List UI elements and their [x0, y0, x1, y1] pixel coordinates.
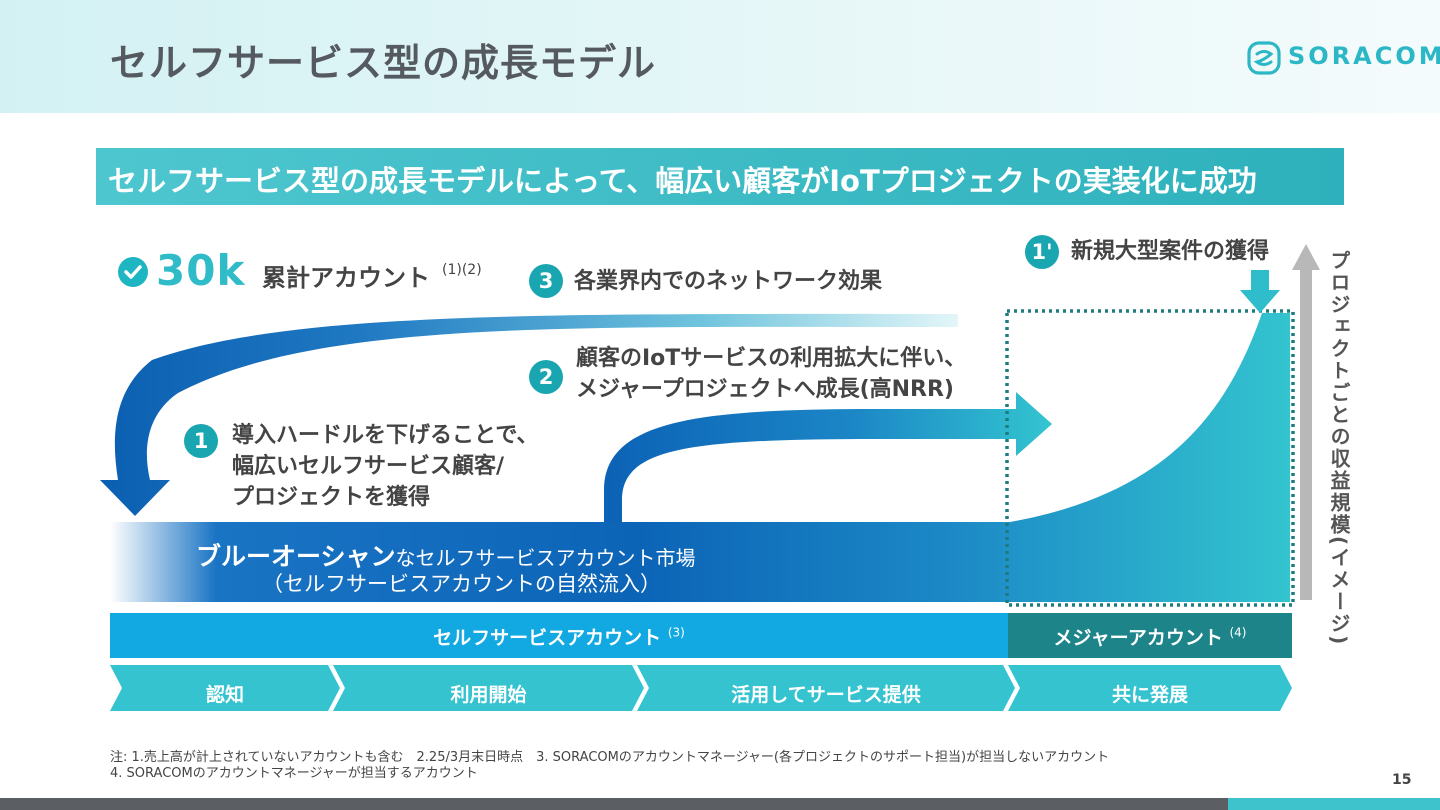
check-icon — [118, 257, 148, 287]
stage-chevron-utilize — [637, 665, 1015, 711]
major-area-box — [1005, 309, 1295, 607]
self-service-account-label: セルフサービスアカウント — [433, 627, 662, 649]
step-2-line2: メジャープロジェクトへ成長(高NRR) — [576, 377, 954, 402]
cumulative-accounts-value: 30k — [156, 246, 246, 295]
soracom-logo: SORACOM — [1246, 38, 1440, 78]
logo-icon — [1247, 41, 1281, 75]
major-account-bar: メジャーアカウント (4) — [1008, 613, 1292, 658]
blue-ocean-line1: ブルーオーシャンなセルフサービスアカウント市場 — [196, 537, 696, 573]
footnote-line2: 4. SORACOMのアカウントマネージャーが担当するアカウント — [110, 766, 478, 781]
cumulative-accounts-notes: (1)(2) — [442, 262, 482, 278]
revenue-axis-arrow — [1292, 244, 1320, 600]
revenue-axis-label: プロジェクトごとの収益規模(イメージ) — [1327, 250, 1351, 647]
banner-text: セルフサービス型の成長モデルによって、幅広い顧客がIoTプロジェクトの実装化に成… — [108, 164, 1257, 198]
stage-chevron-awareness — [110, 665, 340, 711]
major-account-label: メジャーアカウント — [1053, 627, 1223, 649]
step-1prime-label: 新規大型案件の獲得 — [1071, 239, 1270, 264]
footer-accent — [1228, 798, 1440, 810]
market-area — [110, 313, 1290, 602]
self-service-account-bar: セルフサービスアカウント (3) — [110, 613, 1008, 658]
stage-start-use: 利用開始 — [450, 684, 527, 706]
self-service-account-note: (3) — [667, 625, 685, 640]
stage-grow-together: 共に発展 — [1111, 684, 1188, 706]
step-1-line2: 幅広いセルフサービス顧客/ — [232, 454, 505, 479]
step-badge-2: 2 — [529, 360, 563, 394]
stage-awareness: 認知 — [205, 684, 244, 706]
step-1-line3: プロジェクトを獲得 — [232, 485, 431, 510]
stage-chevron-grow — [1008, 665, 1292, 711]
footer-bar — [0, 798, 1228, 810]
headline-banner: セルフサービス型の成長モデルによって、幅広い顧客がIoTプロジェクトの実装化に成… — [96, 148, 1344, 205]
stage-chevron-start — [333, 665, 644, 711]
cumulative-accounts-label: 累計アカウント — [262, 264, 430, 292]
growth-arrow — [604, 392, 1052, 522]
footnote-line1: 注: 1.売上高が計上されていないアカウントも含む 2.25/3月末日時点 3.… — [110, 750, 1110, 765]
logo-text: SORACOM — [1288, 42, 1440, 70]
acquisition-arrow — [1240, 270, 1280, 313]
page-title: セルフサービス型の成長モデル — [110, 41, 657, 85]
step-badge-3: 3 — [529, 264, 563, 298]
stage-utilize: 活用してサービス提供 — [731, 684, 921, 706]
step-3-label: 各業界内でのネットワーク効果 — [574, 269, 883, 294]
blue-ocean-rest: なセルフサービスアカウント市場 — [395, 546, 696, 570]
blue-ocean-highlight: ブルーオーシャン — [196, 542, 396, 571]
page-number: 15 — [1392, 772, 1412, 788]
step-2-line1: 顧客のIoTサービスの利用拡大に伴い、 — [576, 346, 967, 371]
major-account-note: (4) — [1229, 625, 1247, 640]
step-badge-1: 1 — [184, 424, 218, 458]
blue-ocean-line2: （セルフサービスアカウントの自然流入） — [262, 572, 661, 596]
step-1-line1: 導入ハードルを下げることで、 — [232, 423, 539, 448]
header-band — [0, 0, 1440, 113]
step-badge-1prime: 1' — [1025, 235, 1059, 269]
